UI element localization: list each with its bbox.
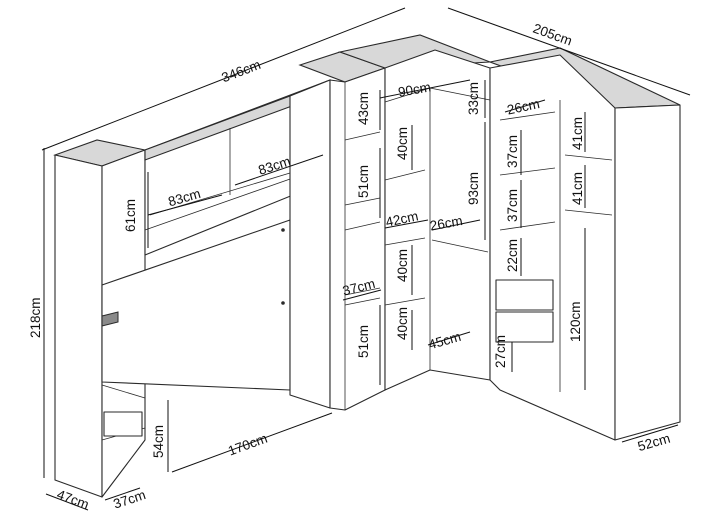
label-niche-height: 61cm: [123, 199, 138, 232]
label-desk-width: 37cm: [111, 487, 147, 511]
label-col4-hang: 120cm: [568, 301, 583, 342]
label-headboard-width: 170cm: [226, 431, 269, 459]
right-side: [614, 104, 681, 441]
label-col4-s2: 41cm: [570, 172, 585, 205]
label-col1-mid: 51cm: [356, 165, 371, 198]
label-corner-top-height: 33cm: [466, 82, 481, 115]
label-corner-rail: 26cm: [429, 213, 464, 234]
drawer-bottom: [495, 311, 554, 343]
label-corner-top-width: 90cm: [397, 79, 432, 100]
bed-shelf: [101, 311, 119, 327]
tall-panel: [289, 79, 331, 409]
drawer-top: [495, 279, 554, 311]
label-corner-hang: 93cm: [466, 172, 481, 205]
label-col3-s1: 37cm: [505, 135, 520, 168]
label-col2-low: 40cm: [395, 307, 410, 340]
label-height: 218cm: [28, 297, 43, 338]
bookcase-top-left: [54, 154, 103, 498]
label-col3-bottom: 27cm: [493, 335, 508, 368]
label-depth-right: 52cm: [636, 431, 672, 455]
label-col1-low: 51cm: [356, 325, 371, 358]
label-col2-mid: 40cm: [395, 249, 410, 282]
label-col4-s1: 41cm: [570, 117, 585, 150]
label-col3-width: 26cm: [506, 96, 541, 118]
desk-drawer: [103, 411, 143, 437]
label-col3-s2: 37cm: [505, 189, 520, 222]
label-desk-height: 54cm: [151, 425, 166, 458]
label-side-length: 205cm: [531, 21, 574, 49]
label-col1-top: 43cm: [356, 92, 371, 125]
label-overall-length: 346cm: [220, 57, 263, 86]
label-col2-width: 42cm: [384, 208, 419, 230]
label-col2-top: 40cm: [395, 127, 410, 160]
label-col3-s3: 22cm: [505, 239, 520, 272]
